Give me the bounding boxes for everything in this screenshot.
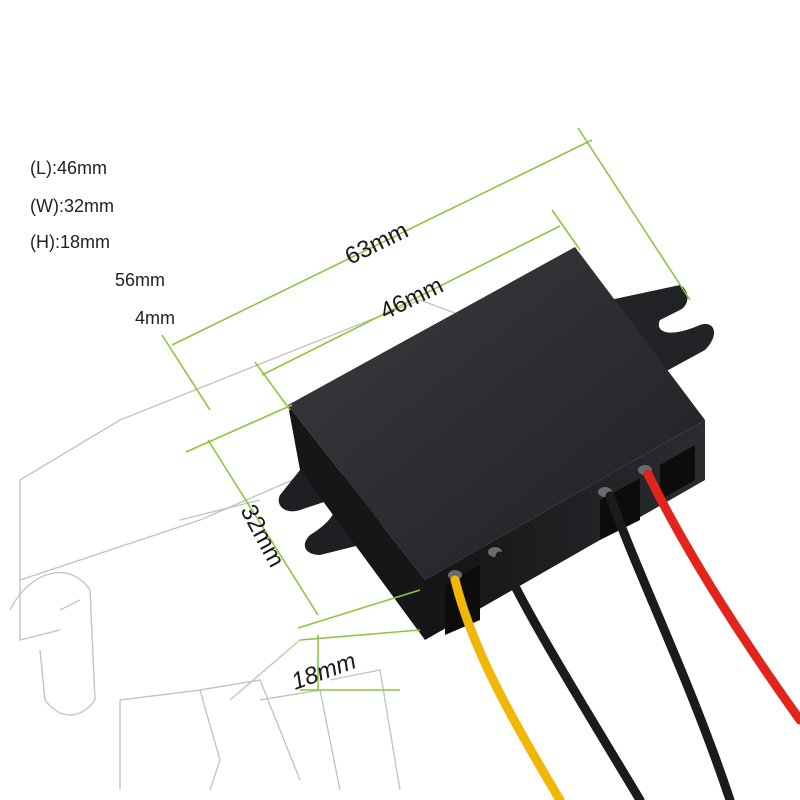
spec-extra-56mm: 56mm (115, 270, 166, 290)
spec-list: (L):46mm (W):32mm (H):18mm 56mm 4mm (0, 0, 300, 340)
dim-32mm-label: 32mm (235, 500, 290, 572)
dim-18mm-label: 18mm (288, 647, 360, 695)
dim-63mm-label: 63mm (341, 217, 413, 271)
spec-length: (L):46mm (30, 158, 108, 178)
spec-extra-4mm: 4mm (135, 308, 175, 328)
wires (450, 469, 800, 800)
spec-height: (H):18mm (30, 232, 110, 252)
wire-black-2 (605, 491, 735, 800)
power-module (278, 247, 715, 640)
dimension-lines (161, 127, 691, 691)
spec-width: (W):32mm (30, 196, 114, 216)
wire-red (643, 469, 800, 725)
wire-black-1 (495, 551, 645, 800)
wire-yellow (450, 575, 565, 800)
dim-46mm-label: 46mm (376, 272, 448, 326)
